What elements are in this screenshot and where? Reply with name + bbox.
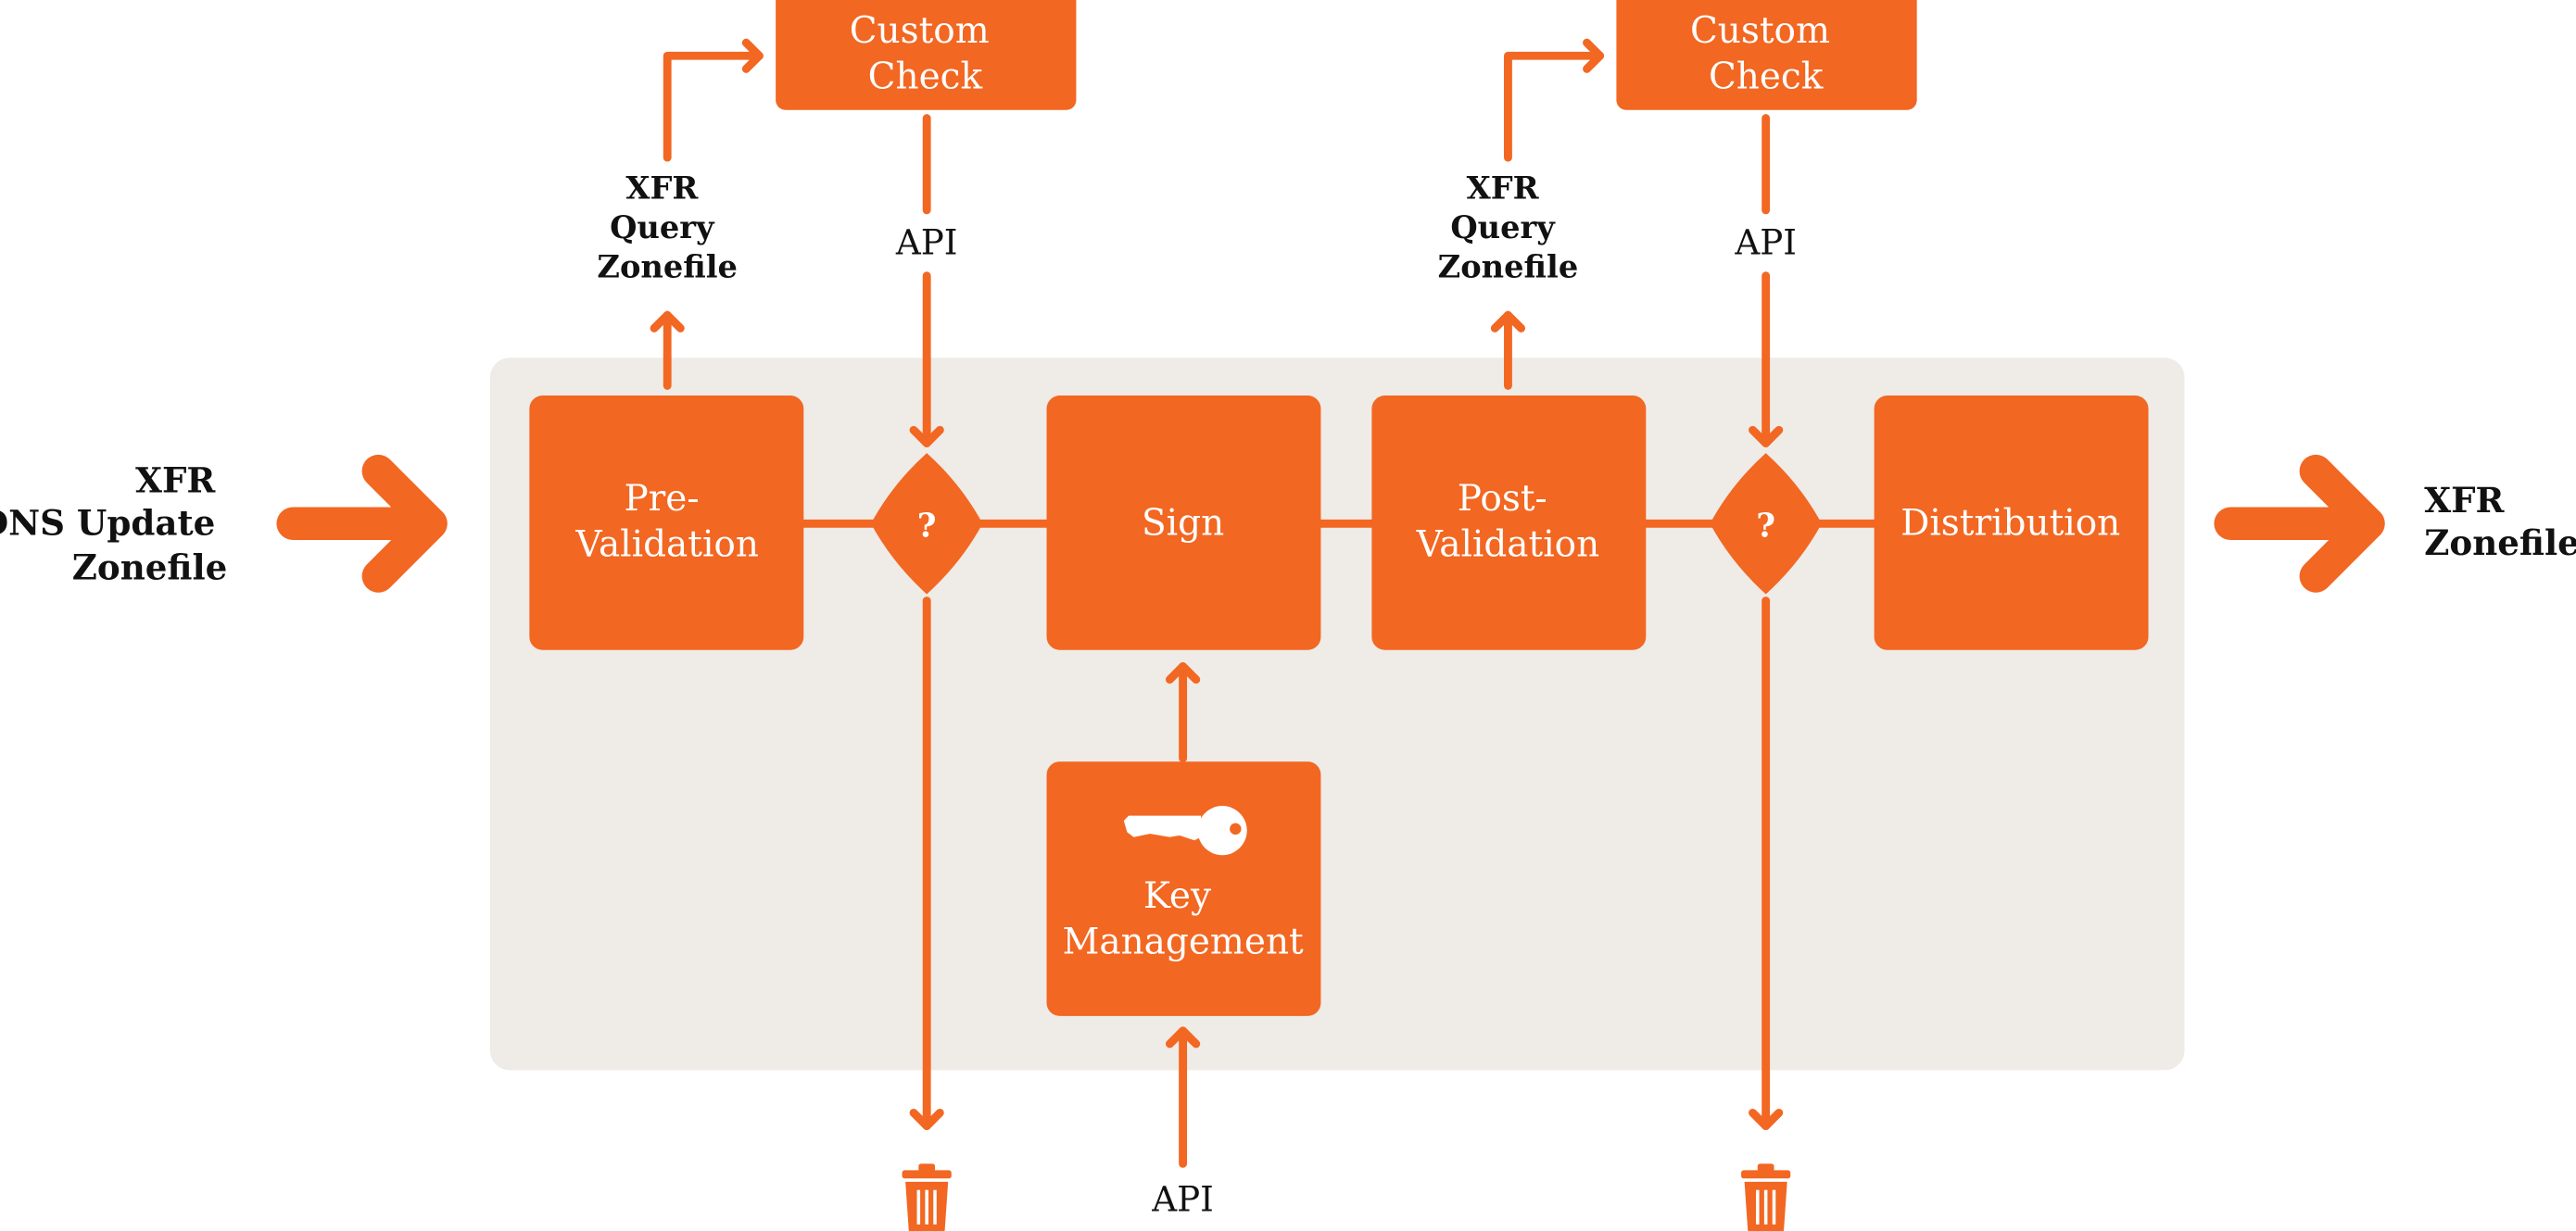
svg-text:Custom Check: Custom Check [850,10,1001,98]
api-label-key: API [1151,1179,1214,1220]
svg-text:Post- Validation: Post- Validation [1416,478,1600,566]
key-to-sign-arrow [1165,662,1201,763]
xfr-query-arrow-2 [1490,38,1605,390]
post-validation-box: Post- Validation [1371,396,1647,650]
api-arrow-1 [909,271,944,447]
output-label: XFR Zonefile [2424,480,2576,563]
svg-text:?: ? [917,507,937,545]
input-arrow [276,454,448,593]
custom-check-box-1: Custom Check [776,0,1077,110]
reject-arrow-1 [909,597,944,1131]
svg-text:Sign: Sign [1142,503,1224,545]
input-label: XFR DNS Update Zonefile [0,460,227,588]
distribution-box: Distribution [1874,396,2149,650]
svg-text:Custom Check: Custom Check [1690,10,1841,98]
svg-text:?: ? [1756,507,1775,545]
api-label-2: API [1734,222,1797,263]
trash-icon [1739,1162,1793,1231]
trash-icon [900,1162,953,1231]
decision-diamond-2: ? [1710,453,1822,595]
svg-text:Distribution: Distribution [1900,503,2120,545]
sign-box: Sign [1046,396,1321,650]
svg-text:Key Management: Key Management [1062,875,1304,963]
reject-arrow-2 [1749,597,1784,1131]
input-line: DNS Update [0,503,215,544]
xfr-query-label-2: XFR Query Zonefile [1438,169,1579,284]
svg-text:Pre- Validation: Pre- Validation [575,478,759,566]
input-line: Zonefile [72,547,228,588]
xfr-query-label-1: XFR Query Zonefile [597,169,738,284]
custom-check-box-2: Custom Check [1616,0,1917,110]
key-icon [1123,806,1247,856]
output-line: XFR [2424,480,2505,521]
api-arrow-2 [1749,271,1784,447]
xfr-query-arrow-1 [650,38,764,390]
key-management-box: Key Management [1046,761,1321,1016]
output-arrow [2214,454,2385,593]
pre-validation-box: Pre- Validation [529,396,804,650]
api-label-1: API [895,222,958,263]
input-line: XFR [135,460,216,501]
api-key-arrow [1165,1026,1201,1168]
output-line: Zonefile [2424,522,2576,563]
decision-diamond-1: ? [870,453,983,595]
